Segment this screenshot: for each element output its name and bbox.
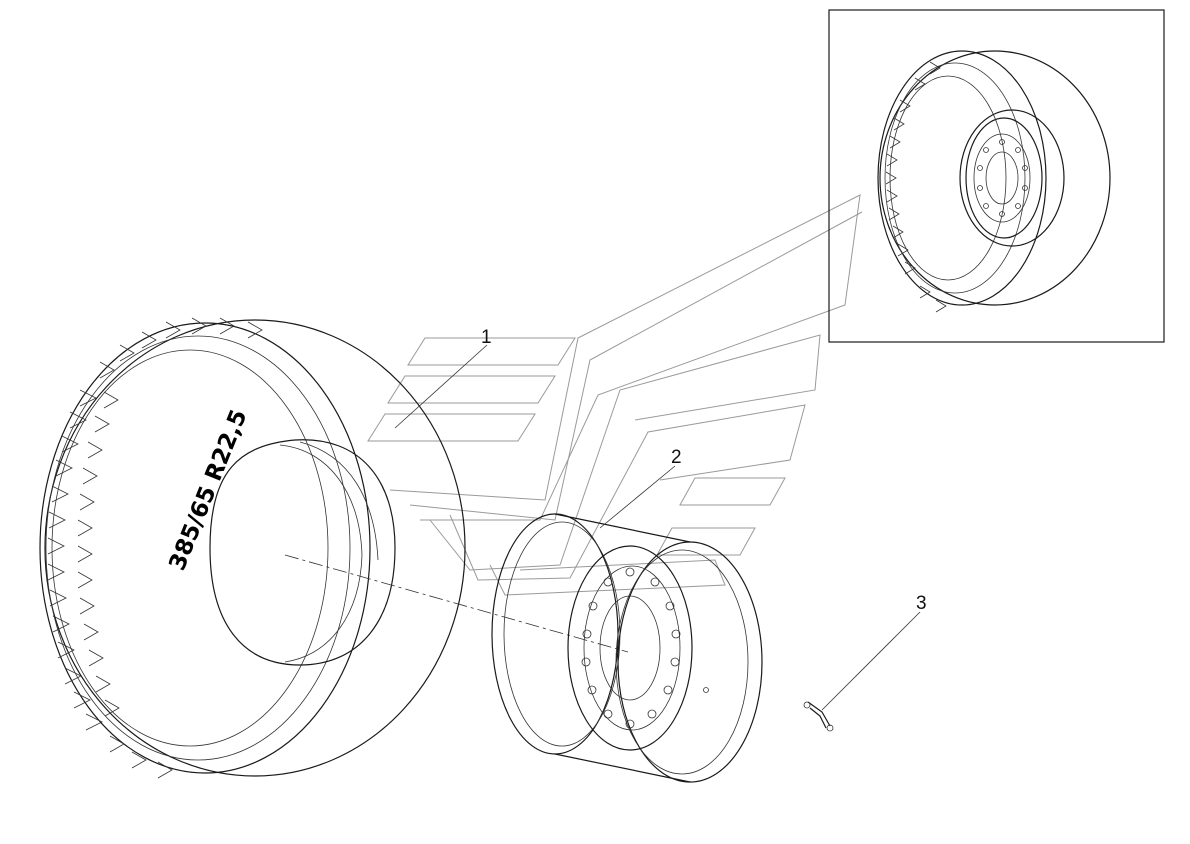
callout-1-leader [394, 344, 488, 429]
callout-2-leader [599, 465, 676, 529]
watermark-logo [367, 194, 863, 596]
tire-bead-opening [209, 439, 396, 666]
wheel-axis-line [284, 554, 629, 653]
callout-2-label: 2 [671, 447, 682, 468]
tire-tread-pattern [47, 317, 263, 779]
callout-1-label: 1 [481, 327, 492, 348]
callout-3-label: 3 [916, 593, 927, 614]
rim-disc [567, 545, 693, 751]
callout-3-leader [821, 611, 921, 711]
tire-tread-face [39, 322, 371, 774]
valve-part [803, 701, 834, 732]
inset-tire [877, 50, 1111, 306]
inset-tire-tread [885, 61, 947, 313]
rim-center-bore [599, 595, 661, 701]
rim-bolt-holes [581, 567, 709, 729]
tire-outer-edge [44, 319, 466, 777]
tire-size-marking: 385/65 R22,5 [164, 406, 252, 574]
rim-outer-flange [491, 513, 619, 755]
inset-assembled-wheel [828, 9, 1165, 343]
inset-frame [828, 9, 1165, 343]
tire-part: 385/65 R22,5 [39, 317, 466, 779]
inset-rim [959, 109, 1065, 247]
rim-part [491, 513, 763, 783]
rim-inner-flange [617, 541, 763, 783]
